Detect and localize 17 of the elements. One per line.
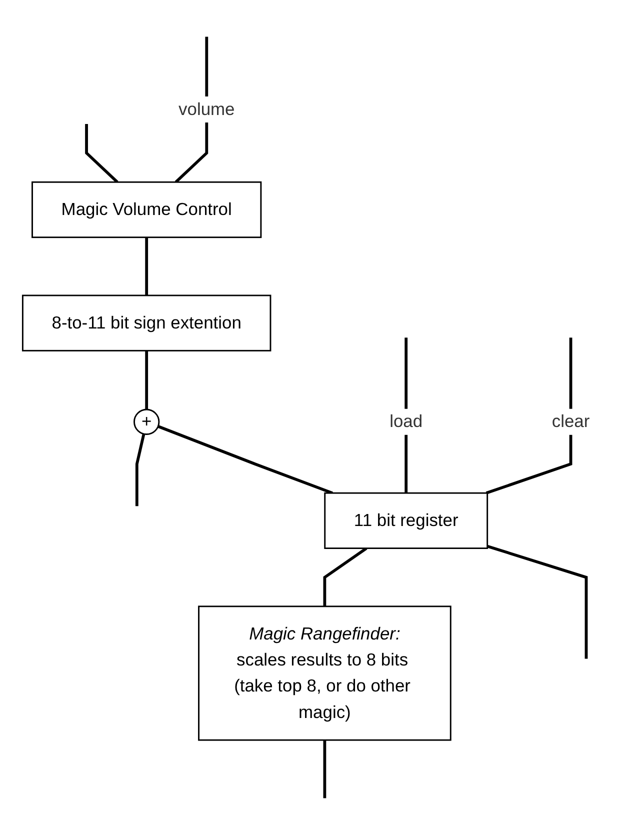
- connector: [85, 124, 118, 184]
- node-circle: +: [134, 408, 160, 435]
- connector: [323, 740, 326, 798]
- connector: [158, 424, 333, 494]
- connector: [486, 544, 588, 659]
- connector: [145, 350, 148, 410]
- connector: [135, 434, 146, 506]
- connector: [145, 237, 148, 296]
- edge-label: volume: [178, 99, 235, 119]
- node-box: 11 bit register: [324, 492, 488, 549]
- edge-label: load: [390, 412, 423, 432]
- edge-label: clear: [552, 412, 590, 432]
- connector: [323, 547, 368, 606]
- node-box: Magic Rangefinder: scales results to 8 bits (take top 8, or do other magic): [198, 606, 452, 741]
- node-box: Magic Volume Control: [32, 181, 262, 238]
- node-box: 8-to-11 bit sign extention: [22, 294, 272, 352]
- connector: [486, 338, 572, 494]
